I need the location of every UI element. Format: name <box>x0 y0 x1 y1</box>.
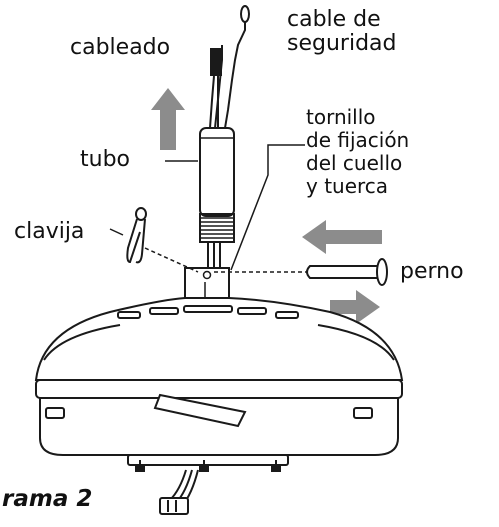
up-arrow-icon <box>151 88 185 150</box>
cableado-label: cableado <box>70 35 171 60</box>
cotter-pin-icon <box>126 207 147 264</box>
cable-label-line-1: cable de <box>287 7 381 32</box>
wire-connector-icon <box>210 48 222 76</box>
tubo-label: tubo <box>80 147 130 172</box>
tornillo-line-3: del cuello <box>306 151 403 175</box>
cable-label-line-2: seguridad <box>287 31 397 56</box>
wiring-harness-icon <box>159 469 199 515</box>
downrod-tube <box>199 127 235 268</box>
tornillo-line-1: tornillo <box>306 105 376 129</box>
figure-caption: rama 2 <box>2 486 93 512</box>
tornillo-label: tornillo de fijación del cuello y tuerca <box>306 106 409 198</box>
tornillo-line-2: de fijación <box>306 128 410 152</box>
clavija-label: clavija <box>14 219 85 244</box>
right-arrow-icon <box>330 290 380 324</box>
fan-motor-housing <box>34 297 404 472</box>
hanger-bolt-icon <box>306 258 388 286</box>
left-arrow-icon <box>302 220 382 254</box>
perno-label: perno <box>400 259 464 284</box>
cable-de-seguridad-label: cable de seguridad <box>287 8 396 56</box>
tornillo-line-4: y tuerca <box>306 174 389 198</box>
